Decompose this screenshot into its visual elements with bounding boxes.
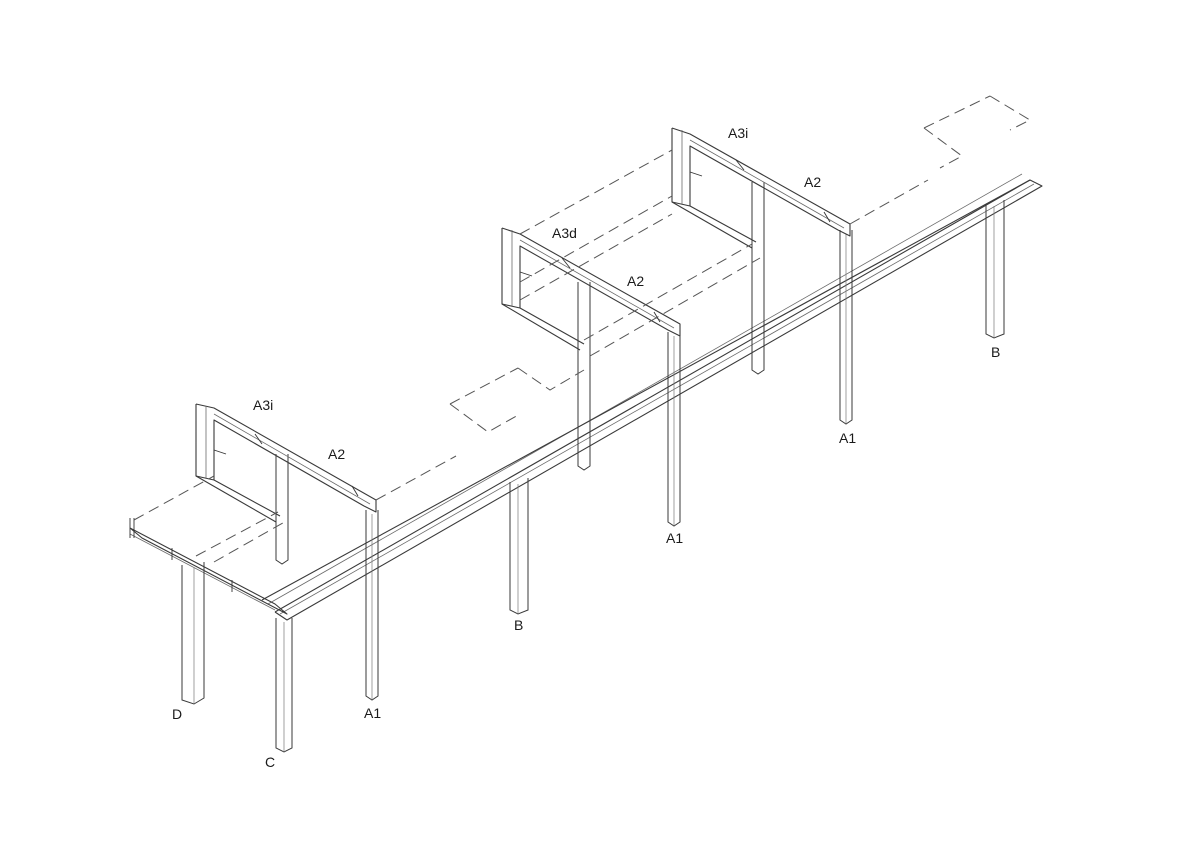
- label-a3i-right: A3i: [728, 125, 749, 141]
- column-c: [275, 618, 293, 753]
- column-a1-right: [839, 230, 853, 425]
- left-end-beam: [129, 518, 288, 615]
- label-d: D: [172, 706, 183, 722]
- label-a3i-left: A3i: [253, 397, 274, 413]
- label-b-right: B: [991, 344, 1001, 360]
- column-b-mid: [509, 478, 529, 615]
- dashed-projections: [133, 95, 1032, 563]
- column-a1-left: [365, 510, 379, 701]
- label-a2-left: A2: [328, 446, 346, 462]
- label-a1-left: A1: [364, 705, 382, 721]
- main-beam: [261, 173, 1043, 621]
- label-a1-right: A1: [839, 430, 857, 446]
- label-c: C: [265, 754, 276, 770]
- column-a1-mid: [667, 332, 681, 527]
- label-a3d: A3d: [552, 225, 577, 241]
- frame-middle: [501, 227, 681, 351]
- label-a1-mid: A1: [666, 530, 684, 546]
- frame-left: [195, 403, 377, 523]
- label-a2-mid: A2: [627, 273, 645, 289]
- label-a2-right: A2: [804, 174, 822, 190]
- frame-right: [671, 127, 851, 249]
- column-d: [181, 562, 205, 705]
- frame-posts: [275, 182, 765, 565]
- label-b-mid: B: [514, 617, 524, 633]
- column-b-right: [985, 200, 1005, 339]
